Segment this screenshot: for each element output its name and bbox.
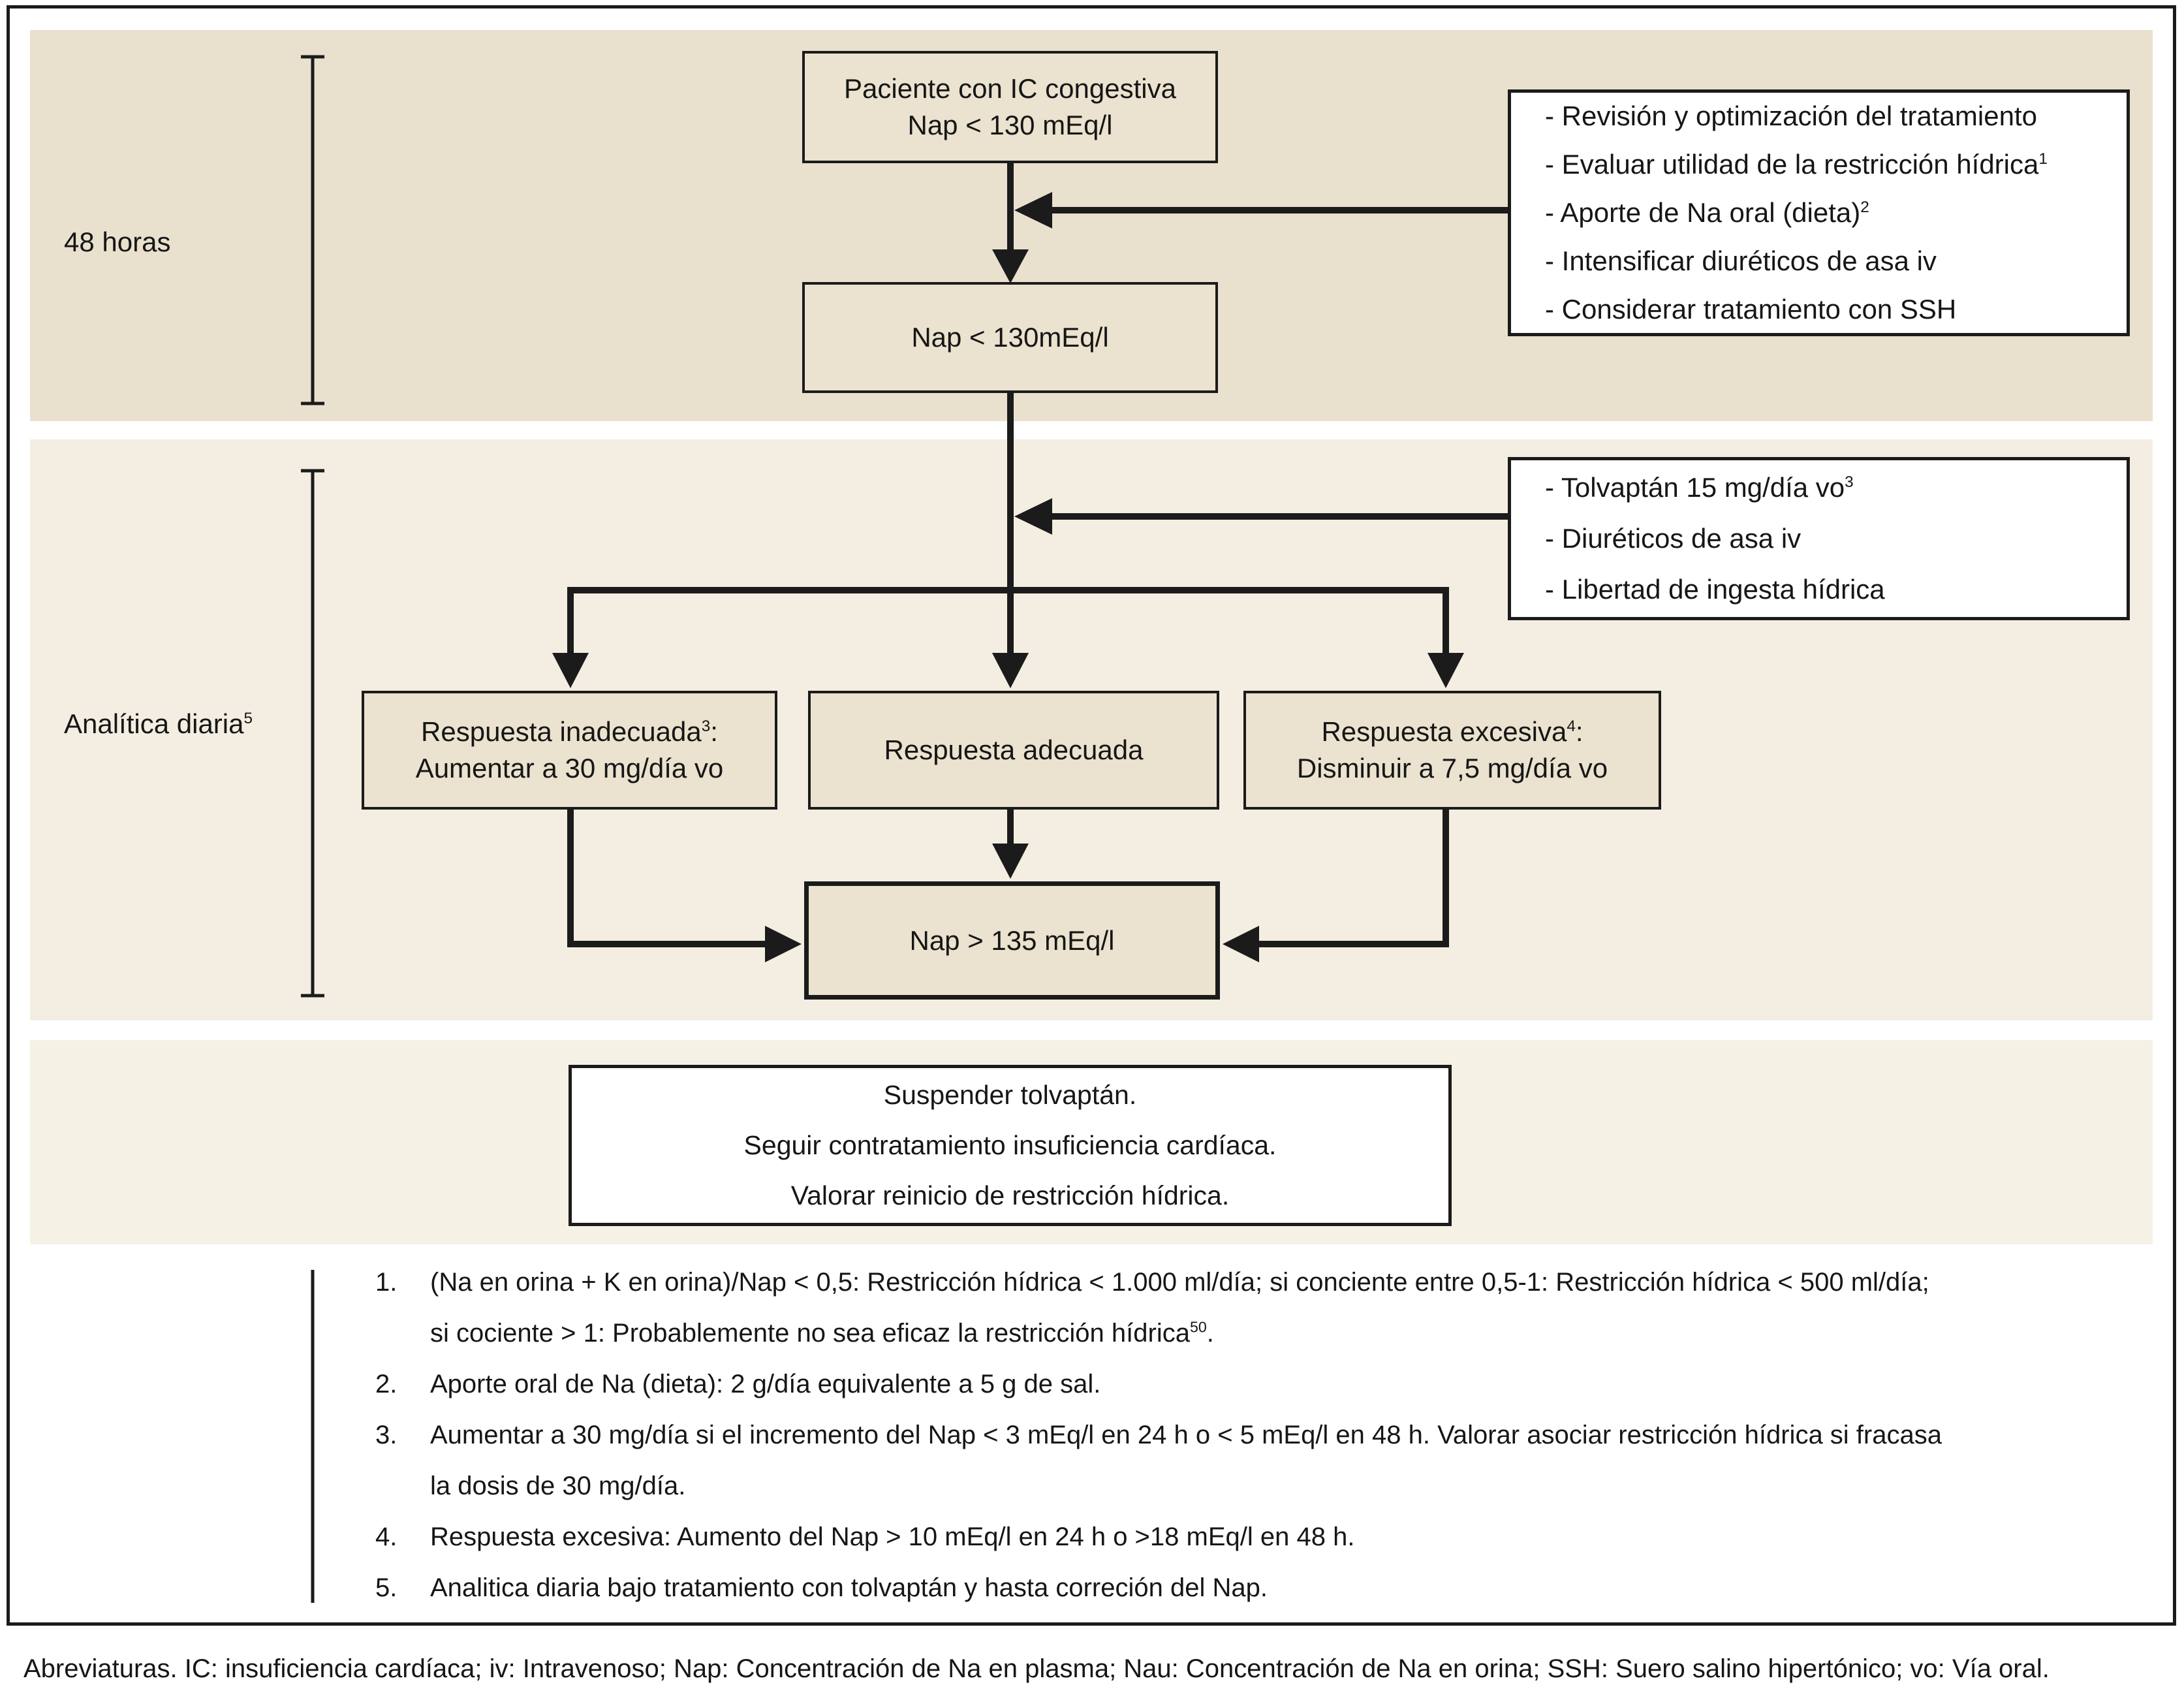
footnote-text: Aumentar a 30 mg/día si el incremento de… xyxy=(430,1421,1942,1449)
box-patient-line2: Nap < 130 mEq/l xyxy=(907,110,1113,140)
box-adequate-line1: Respuesta adecuada xyxy=(884,734,1144,765)
footnotes: 1. (Na en orina + K en orina)/Nap < 0,5:… xyxy=(375,1257,2164,1613)
footnote-text: (Na en orina + K en orina)/Nap < 0,5: Re… xyxy=(430,1268,1929,1297)
box-respuesta-adecuada: Respuesta adecuada xyxy=(808,691,1219,810)
footnote-3-line-1: 3. Aumentar a 30 mg/día si el incremento… xyxy=(375,1410,2164,1460)
list-item: - Evaluar utilidad de la restricción híd… xyxy=(1545,149,2048,180)
box-excessive-line1: Respuesta excesiva4: xyxy=(1321,716,1583,747)
arrow-excessive-to-nap135 xyxy=(1259,810,1449,947)
footnote-1-line-1: 1. (Na en orina + K en orina)/Nap < 0,5:… xyxy=(375,1257,2164,1308)
box-patient-line1: Paciente con IC congestiva xyxy=(844,73,1176,104)
footnote-text: si cociente > 1: Probablemente no sea ef… xyxy=(430,1318,1214,1348)
list-item: - Diuréticos de asa iv xyxy=(1545,523,1802,554)
box-suspend-line1: Suspender tolvaptán. xyxy=(883,1080,1137,1110)
box-suspender-tolvaptan: Suspender tolvaptán. Seguir contratamien… xyxy=(569,1065,1452,1226)
footnote-text: Aporte oral de Na (dieta): 2 g/día equiv… xyxy=(430,1370,1101,1398)
arrowhead-down-mid xyxy=(992,653,1029,688)
footnote-number-spacer xyxy=(375,1308,430,1359)
footnote-number: 5. xyxy=(375,1573,398,1602)
list-item: - Libertad de ingesta hídrica xyxy=(1545,574,1885,605)
list-item: - Aporte de Na oral (dieta)2 xyxy=(1545,197,1869,228)
footnote-text: Analitica diaria bajo tratamiento con to… xyxy=(430,1573,1268,1602)
box-inadequate-line2: Aumentar a 30 mg/día vo xyxy=(415,753,724,783)
arrowhead-down-left xyxy=(552,653,589,688)
box-treatment-initial: - Revisión y optimización del tratamient… xyxy=(1508,89,2130,336)
arrowhead-down-3 xyxy=(992,844,1029,879)
box-respuesta-inadecuada: Respuesta inadecuada3: Aumentar a 30 mg/… xyxy=(362,691,777,810)
footnote-4: 4. Respuesta excesiva: Aumento del Nap >… xyxy=(375,1511,2164,1562)
box-nap130-line1: Nap < 130mEq/l xyxy=(911,322,1109,353)
footnote-number: 4. xyxy=(375,1523,398,1551)
list-item: - Tolvaptán 15 mg/día vo3 xyxy=(1545,472,1854,503)
arrowhead-right-1 xyxy=(765,926,802,962)
footnote-text: la dosis de 30 mg/día. xyxy=(430,1472,686,1500)
list-item: - Revisión y optimización del tratamient… xyxy=(1545,101,2037,131)
label-48-horas: 48 horas xyxy=(64,227,171,257)
footnote-number-spacer xyxy=(375,1460,430,1511)
footnote-3-line-2: la dosis de 30 mg/día. xyxy=(375,1460,2164,1511)
box-treatment-tolvaptan: - Tolvaptán 15 mg/día vo3 - Diuréticos d… xyxy=(1508,457,2130,620)
footnote-number: 1. xyxy=(375,1268,398,1297)
arrowhead-left-2 xyxy=(1014,498,1052,535)
footnote-2: 2. Aporte oral de Na (dieta): 2 g/día eq… xyxy=(375,1359,2164,1410)
box-suspend-line3: Valorar reinicio de restricción hídrica. xyxy=(790,1180,1230,1210)
box-patient: Paciente con IC congestiva Nap < 130 mEq… xyxy=(802,51,1218,163)
footnote-5: 5. Analitica diaria bajo tratamiento con… xyxy=(375,1562,2164,1613)
footnote-number: 3. xyxy=(375,1421,398,1449)
box-suspend-line2: Seguir contratamiento insuficiencia card… xyxy=(743,1130,1277,1160)
arrowhead-down-right xyxy=(1427,653,1464,688)
box-respuesta-excesiva: Respuesta excesiva4: Disminuir a 7,5 mg/… xyxy=(1243,691,1661,810)
label-analitica-text: Analítica diaria xyxy=(64,708,244,739)
arrowhead-down-1 xyxy=(992,249,1029,283)
footnote-1-line-2: si cociente > 1: Probablemente no sea ef… xyxy=(375,1308,2164,1359)
abbreviations-line: Abreviaturas. IC: insuficiencia cardíaca… xyxy=(23,1654,2050,1683)
box-nap130: Nap < 130mEq/l xyxy=(802,282,1218,393)
list-item: - Considerar tratamiento con SSH xyxy=(1545,294,1957,324)
label-analitica-diaria: Analítica diaria5 xyxy=(64,708,253,740)
arrow-inadequate-to-nap135 xyxy=(567,810,765,947)
box-excessive-line2: Disminuir a 7,5 mg/día vo xyxy=(1296,753,1608,783)
footnote-text: Respuesta excesiva: Aumento del Nap > 10… xyxy=(430,1523,1355,1551)
box-nap135: Nap > 135 mEq/l xyxy=(804,881,1220,1000)
bracket-analitica-diaria xyxy=(301,469,324,998)
footnote-number: 2. xyxy=(375,1370,398,1398)
arrowhead-left-1 xyxy=(1014,192,1052,229)
box-nap135-line1: Nap > 135 mEq/l xyxy=(909,924,1115,956)
box-inadequate-line1: Respuesta inadecuada3: xyxy=(421,716,718,747)
bracket-48-horas xyxy=(301,55,324,405)
list-item: - Intensificar diuréticos de asa iv xyxy=(1545,245,1937,276)
label-analitica-sup: 5 xyxy=(243,710,253,727)
arrowhead-left-3 xyxy=(1223,926,1259,962)
